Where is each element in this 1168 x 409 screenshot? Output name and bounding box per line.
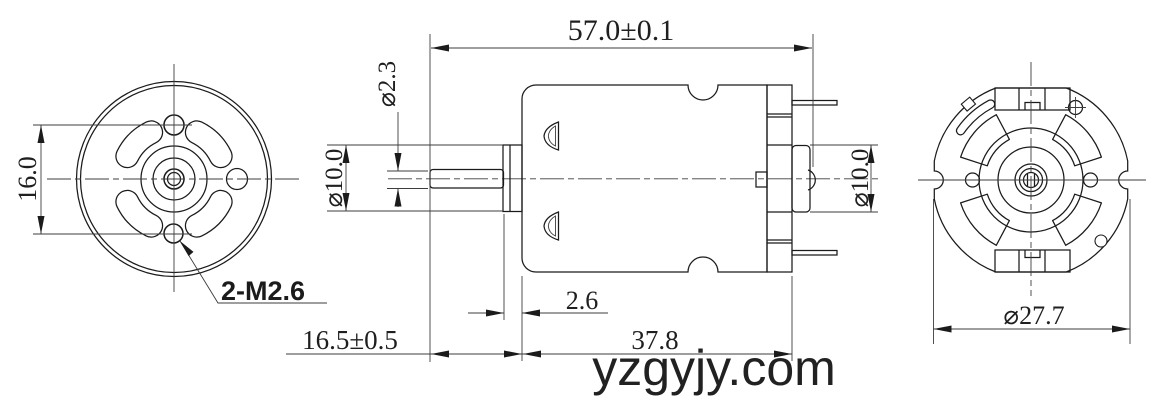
- rear-screw: [1065, 97, 1086, 118]
- dim-boss-length: 2.6: [468, 214, 608, 361]
- overall-length-dim-label: 57.0±0.1: [568, 14, 674, 47]
- rear-rim-notch-bottomright: [1094, 234, 1108, 248]
- side-view: 57.0±0.1 ⌀2.3 ⌀10.0 ⌀10.0: [286, 14, 878, 362]
- rear-vent-slots: [959, 114, 1103, 246]
- front-vent-slots: [115, 120, 233, 238]
- front-boss-diameter-dim-label: ⌀10.0: [321, 149, 348, 208]
- front-dim-16: 16.0: [13, 124, 192, 235]
- terminal-pin-top: [791, 99, 838, 106]
- dim-front-boss-diameter: ⌀10.0: [321, 144, 503, 212]
- rear-terminal-bottom: [994, 249, 1071, 273]
- outer-diameter-dim-label: ⌀27.7: [1003, 301, 1064, 330]
- rear-rim-notch-topleft: [960, 96, 977, 112]
- front-screw-callout: 2-M2.6: [179, 240, 327, 306]
- rear-terminal-top: [994, 87, 1071, 111]
- rear-boss-diameter-dim-label: ⌀10.0: [847, 149, 874, 208]
- dim-overall-length: 57.0±0.1: [429, 14, 814, 362]
- hole-spacing-dim-label: 16.0: [13, 156, 42, 202]
- endcap-detail-lines: [767, 113, 792, 244]
- body-length-dim-label: 37.8: [631, 325, 678, 355]
- body-vent-marks: [543, 121, 560, 241]
- front-view: 16.0 2-M2.6: [13, 64, 327, 306]
- rear-boss: [791, 144, 811, 213]
- motor-body-outline: [521, 84, 768, 273]
- terminal-pin-bottom: [791, 249, 838, 256]
- dim-shaft-diameter: ⌀2.3: [374, 61, 428, 207]
- boss-length-dim-label: 2.6: [566, 286, 599, 315]
- screw-thread-label: 2-M2.6: [221, 276, 305, 306]
- rear-rim-features: [955, 96, 1108, 248]
- internal-bearing-rect: [755, 171, 768, 188]
- dim-outer-diameter: ⌀27.7: [933, 199, 1131, 344]
- watermark-text: yzgyjy.com: [592, 340, 836, 396]
- shaft-diameter-dim-label: ⌀2.3: [374, 61, 401, 107]
- rear-view: ⌀27.7: [918, 62, 1146, 344]
- shaft-length-dim-label: 16.5±0.5: [302, 325, 398, 355]
- front-screw-hole-bottom: [163, 223, 184, 244]
- dim-shaft-and-body-length: 16.5±0.5 37.8: [286, 276, 793, 361]
- front-boss: [502, 144, 523, 213]
- dim-rear-boss-diameter: ⌀10.0: [810, 144, 878, 213]
- rear-bearing-bump: [807, 169, 816, 191]
